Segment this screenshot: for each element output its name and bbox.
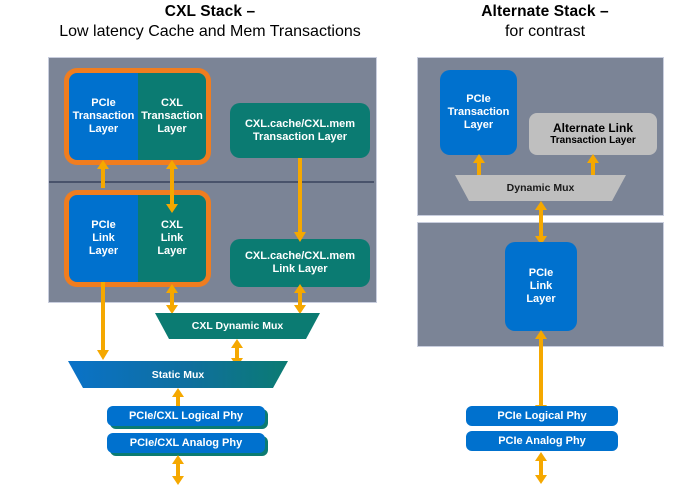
arrow-dynamic-mux-to-static-mux bbox=[231, 339, 243, 367]
cachemem-link-l1: CXL.cache/CXL.mem bbox=[244, 250, 356, 263]
cxl-dynamic-mux-label: CXL Dynamic Mux bbox=[191, 320, 284, 332]
right-pcie-link-layer-box[interactable]: PCIe Link Layer bbox=[505, 242, 577, 331]
arrow-pcie-link-to-static-mux bbox=[97, 282, 109, 360]
right-pcie-link-l3: Layer bbox=[526, 292, 556, 305]
left-panel-divider bbox=[49, 181, 374, 183]
cachemem-link-l2: Link Layer bbox=[272, 263, 328, 275]
left-logical-phy-label: PCIe/CXL Logical Phy bbox=[128, 409, 244, 422]
cachemem-transaction-l2: Transaction Layer bbox=[252, 130, 348, 143]
static-mux[interactable]: Static Mux bbox=[68, 361, 288, 388]
left-stack-heading-line2: Low latency Cache and Mem Transactions bbox=[59, 23, 361, 40]
right-pcie-transaction-layer-box[interactable]: PCIe Transaction Layer bbox=[440, 70, 517, 155]
pcie-transaction-layer-box[interactable]: PCIe Transaction Layer bbox=[69, 73, 138, 160]
left-stack-heading: CXL Stack – Low latency Cache and Mem Tr… bbox=[8, 2, 412, 42]
right-logical-phy-label: PCIe Logical Phy bbox=[497, 409, 587, 422]
left-analog-phy-label: PCIe/CXL Analog Phy bbox=[129, 436, 243, 449]
cxl-link-l2: Link bbox=[160, 232, 184, 245]
cxl-cachemem-link-layer-box[interactable]: CXL.cache/CXL.mem Link Layer bbox=[230, 239, 370, 287]
pcie-transaction-l1: PCIe bbox=[91, 97, 116, 110]
alternate-transaction-l2: Transaction Layer bbox=[550, 135, 636, 147]
right-stack-heading-line2: for contrast bbox=[504, 23, 586, 40]
arrow-cachemem-transaction-down bbox=[294, 158, 306, 242]
arrow-left-analog-phy-external bbox=[172, 455, 184, 485]
alternate-link-transaction-layer-box[interactable]: Alternate Link Transaction Layer bbox=[529, 113, 657, 155]
right-pcie-transaction-l1: PCIe bbox=[466, 93, 491, 106]
pcie-transaction-l2: Transaction bbox=[72, 110, 135, 123]
right-pcie-transaction-l3: Layer bbox=[463, 118, 494, 131]
cxl-dynamic-mux[interactable]: CXL Dynamic Mux bbox=[155, 313, 320, 339]
right-stack-heading-line1: Alternate Stack – bbox=[481, 3, 609, 20]
pcie-link-l1: PCIe bbox=[91, 219, 116, 232]
arrow-right-link-layer-to-logical-phy bbox=[535, 330, 547, 414]
cxl-cachemem-transaction-layer-box[interactable]: CXL.cache/CXL.mem Transaction Layer bbox=[230, 103, 370, 158]
cxl-transaction-l1: CXL bbox=[161, 97, 183, 110]
arrow-cxl-transaction-to-link bbox=[166, 160, 178, 213]
arrow-pcie-transaction-to-link bbox=[97, 160, 109, 188]
right-analog-phy-label: PCIe Analog Phy bbox=[498, 434, 586, 447]
right-dynamic-mux[interactable]: Dynamic Mux bbox=[455, 175, 626, 201]
left-stack-heading-line1: CXL Stack – bbox=[164, 3, 256, 20]
static-mux-label: Static Mux bbox=[151, 368, 205, 381]
right-pcie-transaction-l2: Transaction bbox=[447, 106, 510, 119]
left-analog-phy-box[interactable]: PCIe/CXL Analog Phy bbox=[107, 433, 265, 453]
left-logical-phy-box[interactable]: PCIe/CXL Logical Phy bbox=[107, 406, 265, 426]
cxl-transaction-layer-box[interactable]: CXL Transaction Layer bbox=[138, 73, 206, 160]
right-analog-phy-box[interactable]: PCIe Analog Phy bbox=[466, 431, 618, 451]
arrow-right-mux-to-link-layer bbox=[535, 201, 547, 245]
cxl-transaction-l3: Layer bbox=[157, 122, 187, 135]
pcie-link-layer-box[interactable]: PCIe Link Layer bbox=[69, 195, 138, 282]
right-pcie-link-l1: PCIe bbox=[528, 267, 554, 280]
static-mux-shape bbox=[68, 361, 288, 388]
arrow-right-analog-phy-external bbox=[535, 452, 547, 484]
arrow-cxl-link-to-dynamic-mux bbox=[166, 284, 178, 314]
right-dynamic-mux-shape bbox=[455, 175, 626, 201]
cxl-dynamic-mux-shape bbox=[155, 313, 320, 339]
cxl-link-l1: CXL bbox=[161, 219, 183, 232]
arrow-cachemem-link-to-dynamic-mux bbox=[294, 284, 306, 314]
right-pcie-link-l2: Link bbox=[529, 280, 553, 293]
right-logical-phy-box[interactable]: PCIe Logical Phy bbox=[466, 406, 618, 426]
right-dynamic-mux-label: Dynamic Mux bbox=[506, 182, 575, 194]
cxl-link-l3: Layer bbox=[157, 244, 187, 257]
cxl-transaction-l2: Transaction bbox=[141, 110, 203, 123]
cachemem-transaction-l1: CXL.cache/CXL.mem bbox=[244, 117, 356, 130]
pcie-link-l2: Link bbox=[92, 232, 115, 245]
pcie-link-l3: Layer bbox=[88, 244, 119, 257]
alternate-transaction-l1: Alternate Link bbox=[552, 121, 633, 136]
right-stack-heading: Alternate Stack – for contrast bbox=[420, 2, 670, 42]
pcie-transaction-l3: Layer bbox=[88, 122, 119, 135]
